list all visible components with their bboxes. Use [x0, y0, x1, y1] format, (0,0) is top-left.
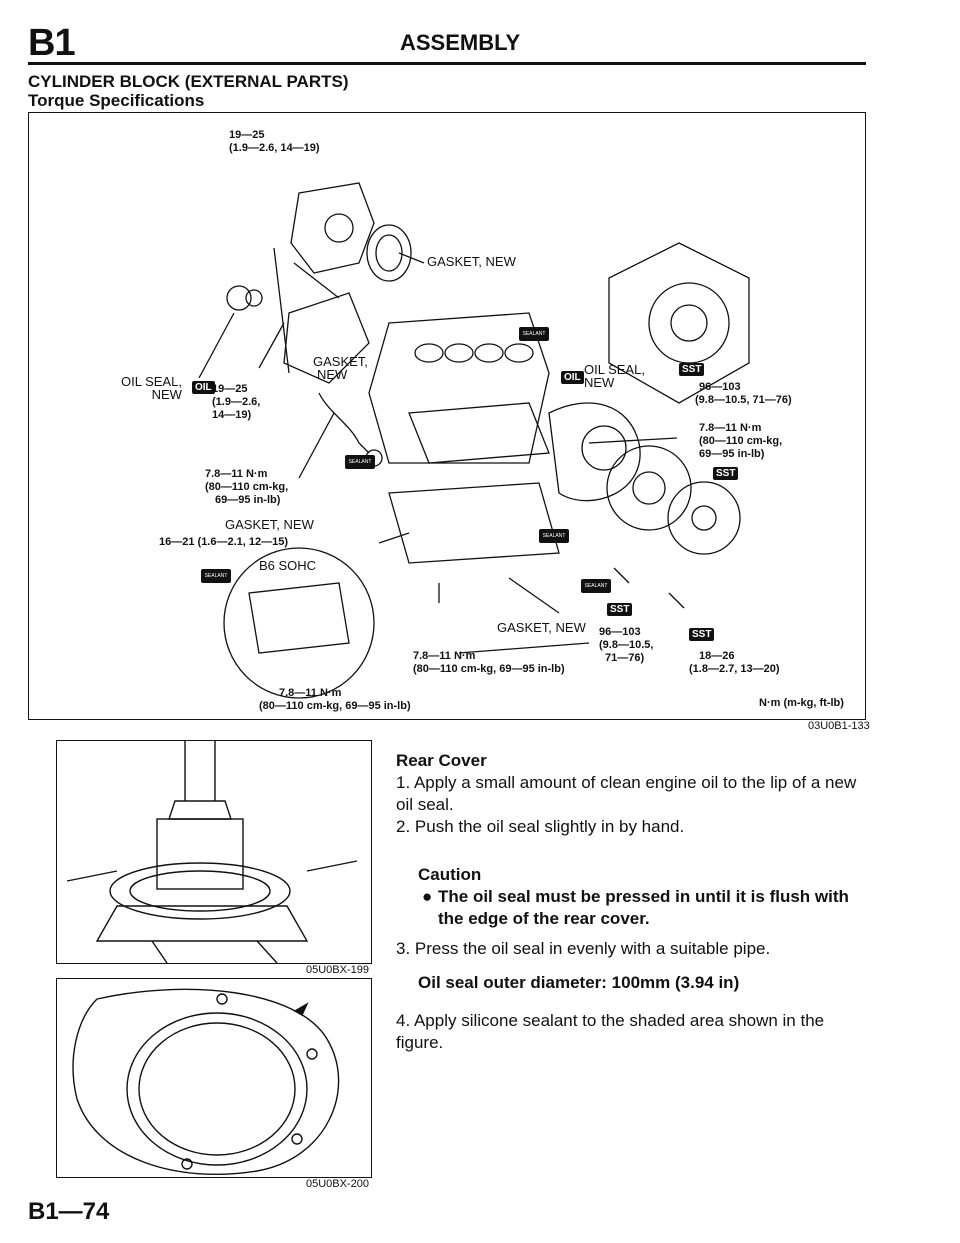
torque-label-7: 96—103(9.8—10.5,71—76) [599, 626, 654, 664]
torque-label-10: 7.8—11 N·m(80—110 cm-kg, 69—95 in-lb) [259, 687, 411, 712]
caution-text-body: The oil seal must be pressed in until it… [438, 887, 849, 928]
sealant-tag-4: SEALANT [539, 529, 569, 543]
torque-label-3: 7.8—11 N·m(80—110 cm-kg,69—95 in-lb) [205, 468, 289, 506]
oil-tag-left: OIL [192, 381, 215, 394]
torque-label-6: 7.8—11 N·m(80—110 cm-kg,69—95 in-lb) [699, 422, 783, 460]
torque-label-5: 96—103(9.8—10.5, 71—76) [695, 381, 792, 406]
exploded-view-figure: 19—25(1.9—2.6, 14—19) GASKET, NEW OIL SE… [28, 112, 866, 720]
page-title: ASSEMBLY [400, 30, 521, 55]
b6-sohc-label: B6 SOHC [259, 558, 317, 573]
sealant-tag-5: SEALANT [581, 579, 611, 593]
figure-code-a: 05U0BX-199 [306, 964, 369, 976]
engine-block-drawing [198, 182, 750, 699]
oil-seal-left-label: OIL SEAL,NEW [121, 374, 182, 402]
sst-tag-2: SST [713, 467, 739, 480]
press-drawing [66, 741, 358, 963]
torque-label-4: 16—21 (1.6—2.1, 12—15) [159, 536, 289, 548]
torque-label-2: 19—25(1.9—2.6,14—19) [212, 383, 261, 421]
section-subtitle: Torque Specifications [28, 91, 205, 110]
caution-text: ● The oil seal must be pressed in until … [418, 886, 864, 930]
sealant-tag-3: SEALANT [519, 327, 549, 341]
page-number: B1—74 [28, 1198, 110, 1225]
torque-label-8: 7.8—11 N·m(80—110 cm-kg, 69—95 in-lb) [413, 650, 565, 675]
rear-cover-sealant-figure [56, 978, 372, 1178]
section-code: B1 [28, 22, 76, 64]
caution-title: Caution [418, 865, 482, 884]
step-2: 2. Push the oil seal slightly in by hand… [396, 817, 685, 836]
gasket-label-4: GASKET, NEW [497, 620, 586, 635]
seal-diameter-spec: Oil seal outer diameter: 100mm (3.94 in) [418, 973, 740, 992]
step-1: 1. Apply a small amount of clean engine … [396, 773, 857, 814]
sealant-tag-1: SEALANT [345, 455, 375, 469]
sealant-tag-2: SEALANT [201, 569, 231, 583]
oil-tag-right: OIL [561, 371, 584, 384]
section-title: CYLINDER BLOCK (EXTERNAL PARTS) [28, 72, 349, 91]
step-4: 4. Apply silicone sealant to the shaded … [396, 1011, 825, 1052]
header-rule [28, 62, 866, 65]
figure-code-main: 03U0B1-133 [808, 720, 870, 732]
sst-tag-1: SST [679, 363, 705, 376]
gasket-label-2: GASKET,NEW [313, 354, 368, 382]
rear-cover-heading: Rear Cover [396, 751, 487, 770]
bullet-icon: ● [422, 887, 433, 906]
step-3: 3. Press the oil seal in evenly with a s… [396, 939, 771, 958]
figure-code-b: 05U0BX-200 [306, 1178, 369, 1190]
gasket-label-3: GASKET, NEW [225, 517, 314, 532]
oil-seal-right-label: OIL SEAL,NEW [584, 362, 645, 390]
rear-cover-drawing [72, 988, 340, 1176]
torque-label-9: 18—26(1.8—2.7, 13—20) [689, 650, 780, 675]
sst-tag-4: SST [689, 628, 715, 641]
gasket-label-1: GASKET, NEW [427, 254, 516, 269]
torque-label-1: 19—25(1.9—2.6, 14—19) [229, 129, 320, 154]
unit-note: N·m (m-kg, ft-lb) [759, 697, 844, 709]
sst-tag-3: SST [607, 603, 633, 616]
oil-seal-press-figure [56, 740, 372, 964]
